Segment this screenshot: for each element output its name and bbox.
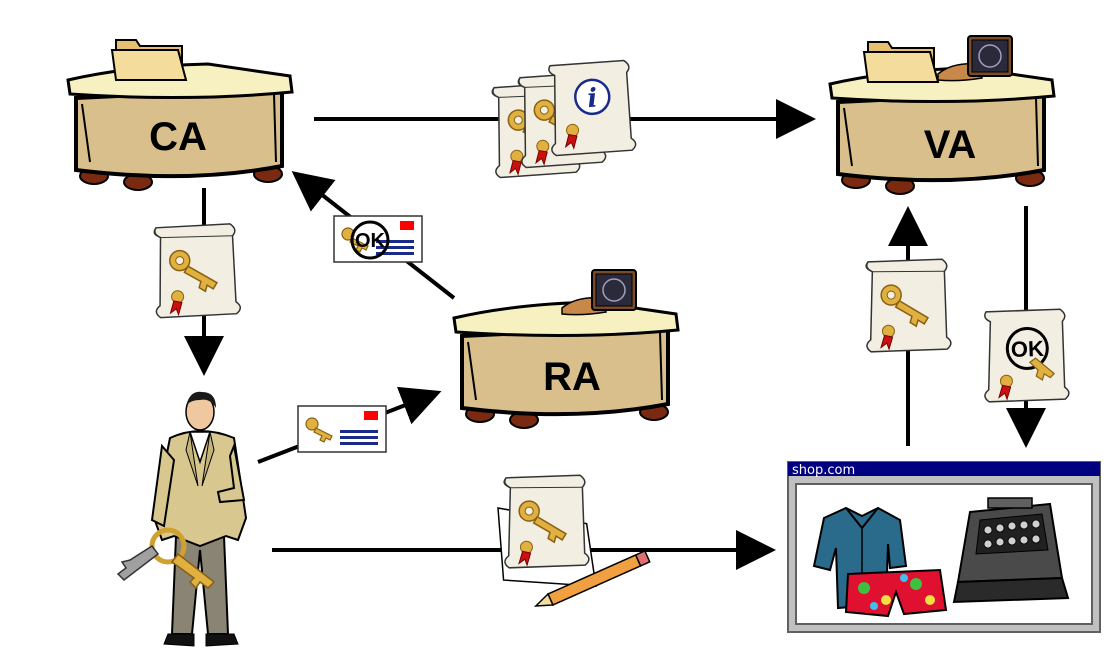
folder-icon bbox=[111, 39, 187, 81]
ok-stamp-text: OK bbox=[1010, 336, 1044, 362]
pencil-icon bbox=[533, 549, 651, 607]
certificate-stack: i bbox=[489, 59, 637, 179]
envelope-icon: OK bbox=[333, 215, 423, 263]
shop-titlebar bbox=[788, 462, 1100, 476]
person-icon bbox=[116, 391, 248, 647]
info-icon bbox=[574, 78, 611, 116]
stamp-icon bbox=[561, 269, 637, 316]
certificate-scroll-icon: OK bbox=[980, 307, 1071, 404]
ok-stamp-text: OK bbox=[355, 230, 386, 252]
folder-icon bbox=[863, 41, 939, 83]
cash-register-icon bbox=[952, 497, 1070, 604]
shop-window-title: shop.com bbox=[792, 463, 855, 478]
envelope-icon bbox=[297, 405, 387, 453]
certificate-scroll-icon: i bbox=[548, 59, 637, 157]
svg-text:i: i bbox=[586, 84, 598, 115]
certificate-scroll-icon bbox=[501, 474, 590, 569]
stamp-icon bbox=[937, 35, 1013, 82]
keyring-icon bbox=[116, 527, 216, 590]
ca-desk: CA bbox=[66, 39, 294, 192]
va-desk: VA bbox=[828, 35, 1056, 196]
va-label: VA bbox=[924, 123, 977, 167]
certificate-scroll-icon bbox=[863, 258, 952, 353]
shorts-icon bbox=[844, 568, 948, 618]
ca-label: CA bbox=[149, 115, 207, 159]
ra-desk: RA bbox=[452, 269, 680, 430]
certificate-scroll-icon bbox=[151, 222, 242, 319]
shop-window: shop.com bbox=[787, 461, 1101, 633]
signed-certificate bbox=[497, 474, 651, 607]
ra-label: RA bbox=[543, 355, 601, 399]
